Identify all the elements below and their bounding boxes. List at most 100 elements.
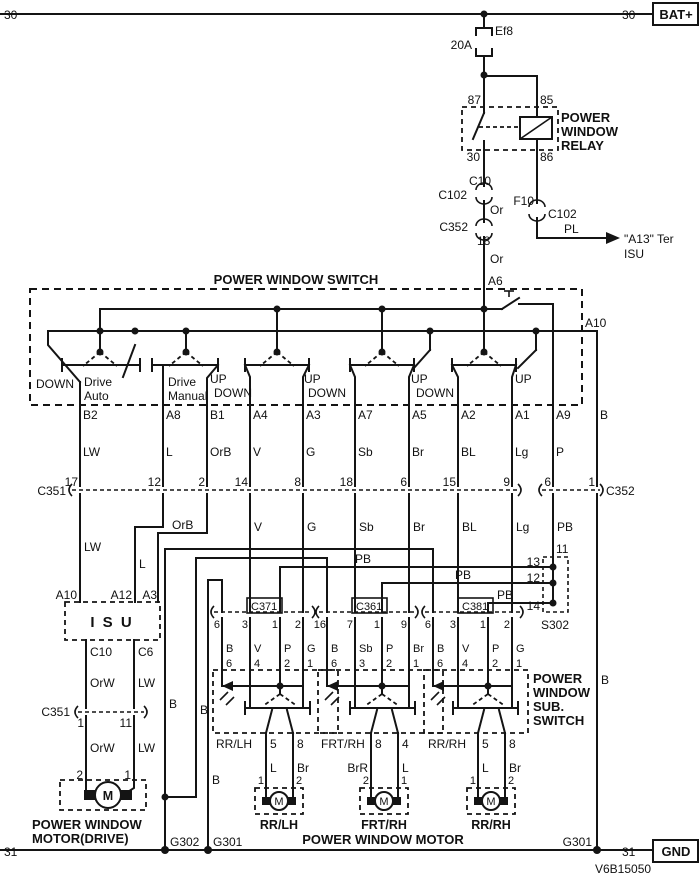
sub-switch-unit-rrrh: C381 6 3 1 2 B V P G 6 4 2 1 RR/RH 5 8 L… xyxy=(421,597,529,832)
motor-symbol xyxy=(94,781,122,809)
c351-label: C351 xyxy=(37,484,66,498)
conn-pin: 3 xyxy=(242,619,248,631)
pb-branch-3 xyxy=(487,602,554,613)
motor-pin: 1 xyxy=(470,775,476,787)
relay-label-2: WINDOW xyxy=(561,124,619,139)
wire-segment xyxy=(157,493,208,603)
wire-color: V xyxy=(253,445,261,459)
relay-pin87: 87 xyxy=(468,93,482,107)
drive-manual-1: Drive xyxy=(168,375,196,389)
c351-lower-label: C351 xyxy=(41,705,70,719)
out-pin: 4 xyxy=(402,737,409,751)
wire-color: Br xyxy=(412,445,424,459)
wire-segment xyxy=(185,351,204,367)
pos-up-3: UP xyxy=(411,372,428,386)
wire-color: P xyxy=(492,643,499,655)
c351-pin: 18 xyxy=(340,475,354,489)
wire-segment xyxy=(131,327,139,335)
wire-color: G xyxy=(307,643,316,655)
ground-label-g301: G301 xyxy=(563,835,593,849)
isu-terminal-a10: A10 xyxy=(56,588,78,602)
relay-label-1: POWER xyxy=(561,110,611,125)
wire-segment xyxy=(279,693,298,707)
motor-name: RR/RH xyxy=(471,818,511,832)
relay-contact-blade xyxy=(471,111,486,141)
terminal-a2: A2 xyxy=(461,408,476,422)
motor-symbol xyxy=(269,791,289,811)
motor-brush-tab xyxy=(121,790,132,800)
wire-color-b: B xyxy=(601,673,609,687)
c351-pin: 8 xyxy=(294,475,301,489)
sw-pin: 4 xyxy=(254,658,260,670)
isu-terminal-a3: A3 xyxy=(142,588,157,602)
wire-color: V xyxy=(254,643,262,655)
conn-pin: 6 xyxy=(425,619,431,631)
relay-pin30: 30 xyxy=(467,150,481,164)
motor-name: RR/LH xyxy=(260,818,298,832)
relay-pin86: 86 xyxy=(540,150,554,164)
s302-label: S302 xyxy=(541,618,569,632)
motor-pin: 2 xyxy=(296,775,302,787)
terminal-a3: A3 xyxy=(306,408,321,422)
ground-dot-g301 xyxy=(593,846,601,854)
light-ray xyxy=(219,691,229,701)
wire-segment xyxy=(285,708,295,735)
sw-pin: 2 xyxy=(492,658,498,670)
conn-pin: 16 xyxy=(314,619,326,631)
terminal-a4: A4 xyxy=(253,408,268,422)
wire-color: BL xyxy=(461,445,476,459)
out-pin: 5 xyxy=(270,737,277,751)
s302-pin13: 13 xyxy=(527,555,541,569)
pos-up-1: UP xyxy=(210,372,227,386)
wire-color: P xyxy=(386,643,393,655)
wire-segment xyxy=(121,343,137,379)
pb-branch-2 xyxy=(381,582,554,613)
fuse-symbol-top xyxy=(475,27,493,36)
ground-rail-31: G302 G301 G301 31 31 GND V6B15050 xyxy=(0,835,699,876)
wire-color: B xyxy=(226,643,233,655)
wire-color: PB xyxy=(557,520,573,534)
terminal-a7: A7 xyxy=(358,408,373,422)
wire-segment xyxy=(519,605,524,619)
drive-manual-2: Manual xyxy=(168,389,207,403)
terminal-labels: B2 A8 B1 A4 A3 A7 A5 A2 A1 A9 B LW L OrB… xyxy=(83,408,608,459)
wire-segment xyxy=(364,351,383,367)
wire-color-b: B xyxy=(600,408,608,422)
sub-label-3: SUB. xyxy=(533,699,564,714)
wire-color-pb: PB xyxy=(455,568,471,582)
relay-pin85: 85 xyxy=(540,93,554,107)
isu-ref: ISU xyxy=(624,247,644,261)
relay-label-3: RELAY xyxy=(561,138,604,153)
sw-pin: 1 xyxy=(413,658,419,670)
c102b-label: C102 xyxy=(548,207,577,221)
wire-segment xyxy=(302,363,311,487)
connector-symbol-c352 xyxy=(475,218,493,227)
connector-symbol-f10 xyxy=(528,199,546,208)
light-ray xyxy=(330,696,340,706)
wire-segment xyxy=(497,708,507,735)
motor-box xyxy=(254,787,304,815)
conn-pin: 2 xyxy=(295,619,301,631)
c351-pin: 14 xyxy=(235,475,249,489)
wire-segment xyxy=(421,605,426,619)
wire-segment xyxy=(74,705,79,719)
ground-bus-3 xyxy=(207,579,223,851)
sw-pin: 4 xyxy=(462,658,468,670)
terminal-a8: A8 xyxy=(166,408,181,422)
wire-color: L xyxy=(482,761,489,775)
pos-down-2: DOWN xyxy=(308,386,346,400)
c381-label-box xyxy=(457,597,494,614)
wire-segment xyxy=(143,705,148,719)
wire-segment xyxy=(518,303,554,487)
c351-pin: 12 xyxy=(148,475,162,489)
terminal-a9: A9 xyxy=(556,408,571,422)
pos-down-3: DOWN xyxy=(416,386,454,400)
wire-segment xyxy=(476,708,486,735)
isu-box xyxy=(64,601,161,641)
power-rail-30: 30 30 BAT+ xyxy=(0,2,699,26)
wire-color: Br xyxy=(413,643,424,655)
wire-segment xyxy=(259,351,278,367)
wire-color-or: Or xyxy=(490,252,503,266)
splice-s302: 11 PB PB PB 13 12 14 S302 xyxy=(279,542,569,632)
